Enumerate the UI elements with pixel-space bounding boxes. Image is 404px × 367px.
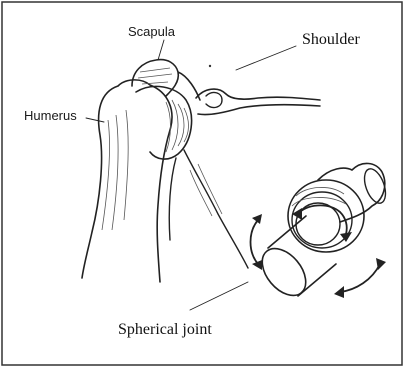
scapula-bone xyxy=(132,60,200,100)
rotation-arrow-bottom-right xyxy=(340,264,380,292)
label-humerus: Humerus xyxy=(24,108,77,123)
shoulder-anatomy-illustration xyxy=(82,40,320,282)
rotation-arrow-bottom-right-head-left xyxy=(334,286,344,298)
label-shoulder: Shoulder xyxy=(302,31,360,48)
coracoid-process xyxy=(206,93,222,108)
label-spherical-joint: Spherical joint xyxy=(118,321,212,338)
humeral-head xyxy=(136,86,192,159)
shoulder-leader-line xyxy=(236,46,296,70)
speck xyxy=(209,65,211,67)
humerus-shading xyxy=(102,110,128,230)
label-scapula: Scapula xyxy=(128,24,176,39)
spherical-joint-leader-line xyxy=(190,282,248,310)
spherical-joint-illustration xyxy=(190,163,390,310)
joint-front-rod xyxy=(268,216,336,296)
joint-front-rod-end xyxy=(254,240,315,303)
rotation-arrow-left xyxy=(251,220,259,264)
humerus-leader-line xyxy=(86,118,104,122)
scapula-leader-line xyxy=(158,40,164,60)
